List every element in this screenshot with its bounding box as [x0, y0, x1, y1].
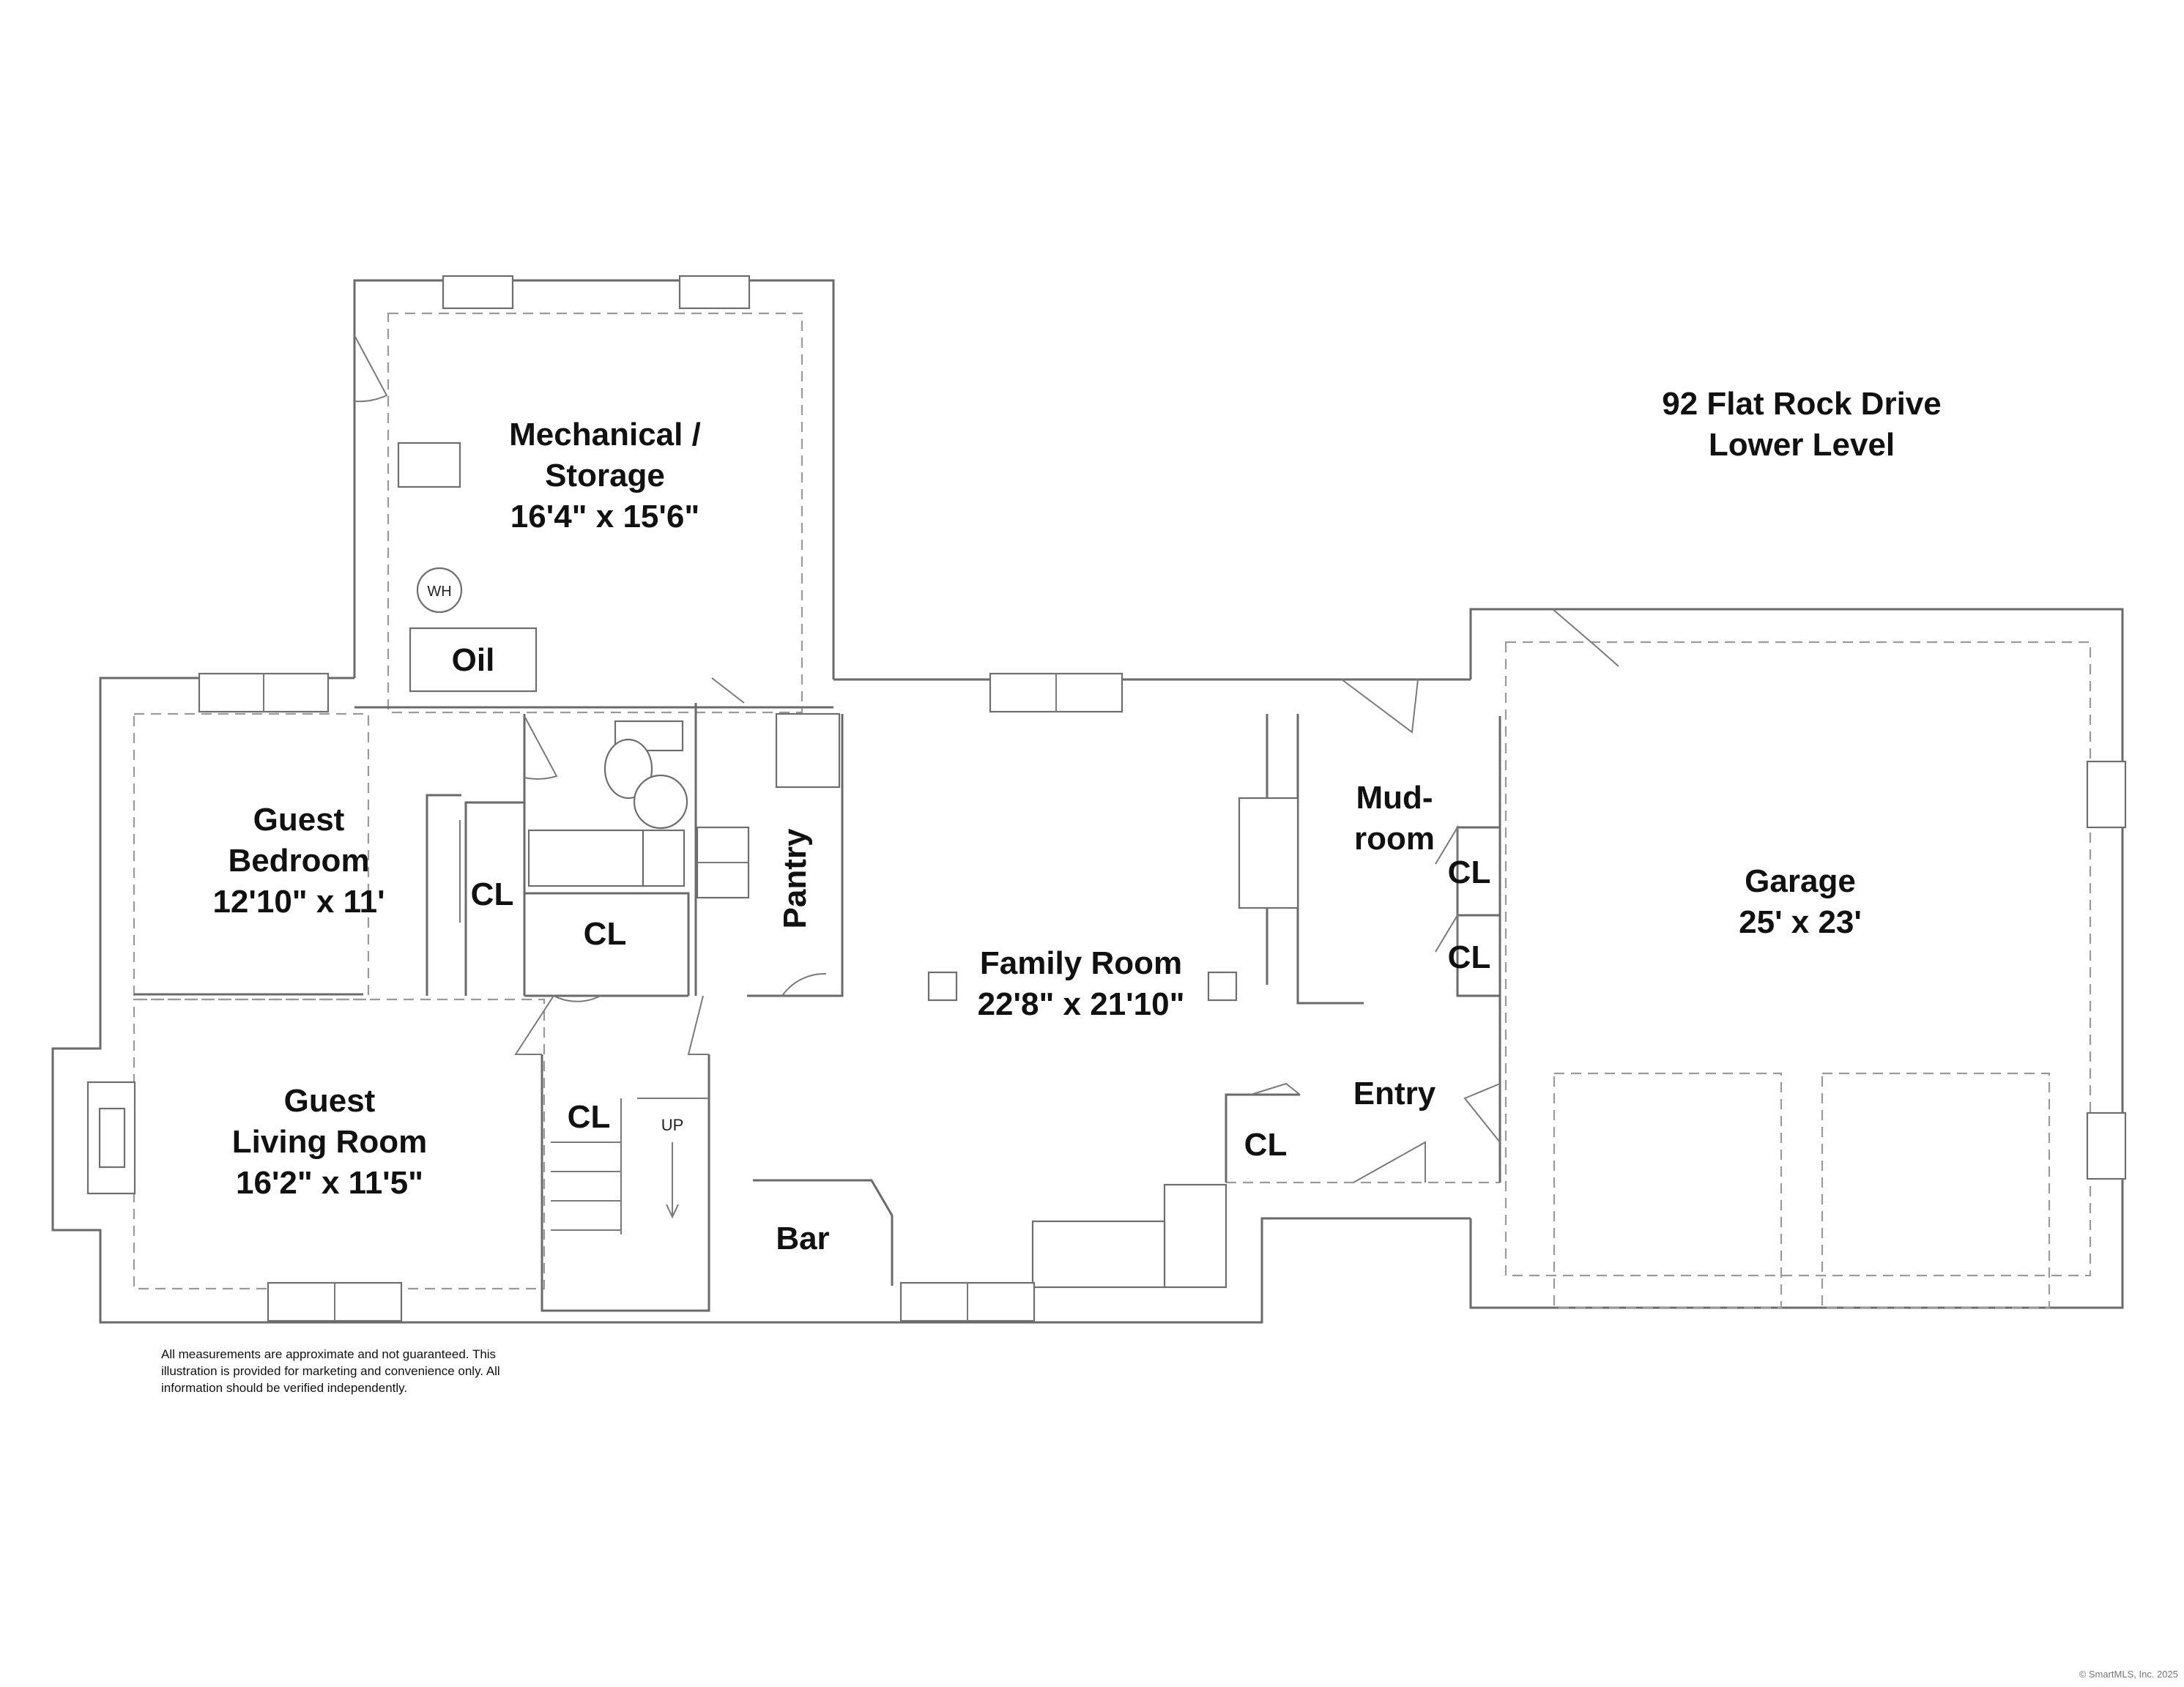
guest-living-size: 16'2" x 11'5" [236, 1165, 423, 1201]
sink [633, 774, 688, 830]
wh-circle [416, 567, 463, 614]
shower [527, 829, 645, 887]
windows [198, 275, 2127, 1322]
vanity [642, 829, 686, 887]
closet-label-bedroom: CL [471, 876, 514, 912]
oil-label: Oil [452, 642, 495, 678]
copyright-text: © SmartMLS, Inc. 2025 [2079, 1669, 2178, 1680]
guest-bedroom-name2: Bedroom [228, 843, 369, 879]
guest-bedroom-name1: Guest [253, 802, 345, 838]
title-line2: Lower Level [1709, 427, 1895, 463]
closet-label-mud2: CL [1448, 939, 1491, 975]
interior-walls [134, 703, 1501, 1312]
stair-treads [551, 1098, 709, 1234]
title-line1: 92 Flat Rock Drive [1662, 386, 1942, 422]
pantry-cabinet [775, 712, 841, 789]
mechanical-size: 16'4" x 15'6" [510, 499, 699, 535]
garage-size: 25' x 23' [1739, 904, 1862, 940]
family-room-name: Family Room [980, 945, 1182, 981]
guest-living-name1: Guest [284, 1083, 376, 1119]
guest-living-name2: Living Room [232, 1124, 427, 1160]
washer [397, 442, 461, 488]
mudroom-name1: Mud- [1356, 780, 1433, 816]
bar-label: Bar [776, 1221, 829, 1256]
mechanical-name2: Storage [545, 458, 665, 494]
wh-label: WH [427, 584, 451, 600]
closet-label-entry: CL [1244, 1127, 1288, 1163]
family-room-size: 22'8" x 21'10" [978, 986, 1185, 1022]
closet-label-bath: CL [584, 916, 627, 952]
doors [354, 335, 1619, 1183]
entry-label: Entry [1353, 1076, 1436, 1111]
guest-bedroom-size: 12'10" x 11' [212, 884, 385, 920]
garage-name: Garage [1745, 863, 1856, 899]
stairs-up-label: UP [661, 1116, 684, 1134]
mudroom-name2: room [1354, 821, 1435, 857]
pantry-label: Pantry [777, 828, 813, 928]
closet-label-stair: CL [568, 1099, 611, 1135]
fixtures [86, 442, 1238, 1234]
closet-label-mud1: CL [1448, 854, 1491, 890]
oil-tank [409, 627, 538, 693]
mechanical-name1: Mechanical / [509, 417, 701, 453]
exterior-walls [51, 279, 2124, 1324]
labels: 92 Flat Rock Drive Lower Level Mechanica… [212, 386, 1941, 1256]
disclaimer-text: All measurements are approximate and not… [161, 1347, 500, 1395]
